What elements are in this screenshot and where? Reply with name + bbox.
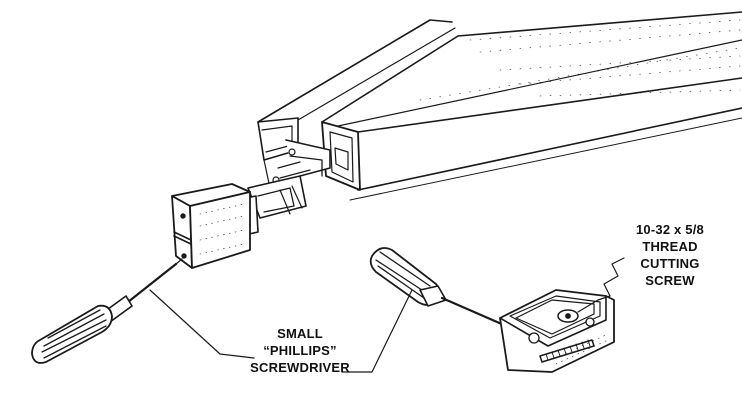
rail-extrusion [257,11,742,201]
open-end-cap-box [499,289,615,373]
left-screwdriver [31,258,183,364]
screw-spec-line-1: 10-32 x 5/8 [636,222,704,237]
screw-spec-line-4: SCREW [645,273,695,288]
leader-lines [149,257,625,373]
screw-spec-callout: 10-32 x 5/8 THREAD CUTTING SCREW [636,222,704,288]
end-cap-block [171,183,251,269]
screwdriver-callout: SMALL “PHILLIPS” SCREWDRIVER [250,326,350,375]
screwdriver-line-2: “PHILLIPS” [263,343,337,358]
right-screwdriver [369,247,541,341]
screw-spec-line-3: CUTTING [640,256,699,271]
screwdriver-line-3: SCREWDRIVER [250,360,350,375]
screw-spec-line-2: THREAD [642,239,697,254]
screwdriver-line-1: SMALL [277,326,323,341]
